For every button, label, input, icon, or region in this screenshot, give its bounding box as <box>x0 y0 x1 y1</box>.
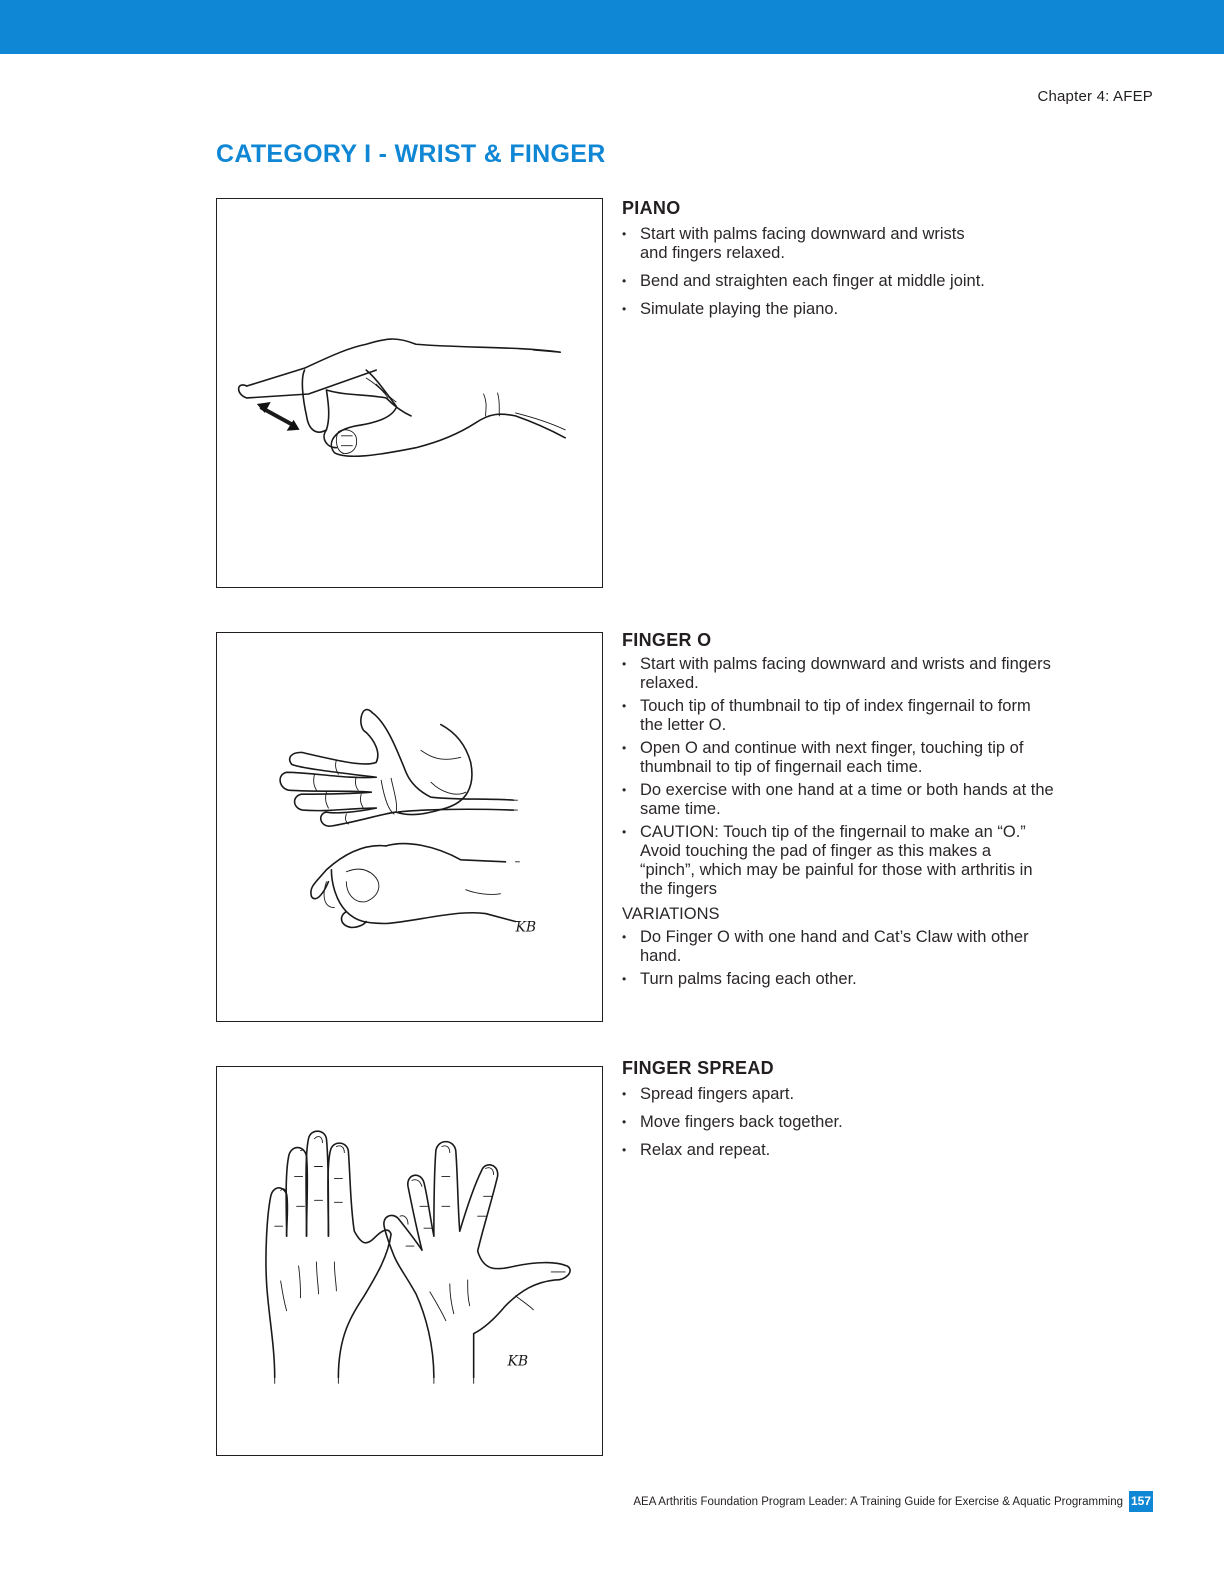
page-number: 157 <box>1129 1491 1153 1512</box>
exercise-title: PIANO <box>622 198 681 218</box>
footer-title: AEA Arthritis Foundation Program Leader:… <box>633 1495 1123 1508</box>
variations-label: VARIATIONS <box>622 905 720 923</box>
instruction-item: Move fingers back together. <box>622 1113 1062 1132</box>
hands-spread-icon: KB <box>265 1130 571 1384</box>
variation-item: Turn palms facing each other. <box>622 970 1062 989</box>
piano-illustration <box>216 198 603 588</box>
hand-piano-icon <box>237 338 566 458</box>
instruction-item: Touch tip of thumbnail to tip of index f… <box>622 697 1040 735</box>
finger-spread-illustration: KB <box>216 1066 603 1456</box>
instruction-item: Start with palms facing downward and wri… <box>622 655 1060 693</box>
artist-signature: KB <box>514 919 536 935</box>
category-title: CATEGORY I - WRIST & FINGER <box>216 140 606 168</box>
exercise-piano: PIANO Start with palms facing downward a… <box>622 198 1062 328</box>
instruction-item: Spread fingers apart. <box>622 1085 1062 1104</box>
instruction-item: Open O and continue with next finger, to… <box>622 739 1040 777</box>
caution-item: CAUTION: Touch tip of the fingernail to … <box>622 823 1050 899</box>
exercise-finger-o: FINGER O Start with palms facing downwar… <box>622 630 1062 993</box>
instruction-item: Relax and repeat. <box>622 1141 1062 1160</box>
instruction-item: Bend and straighten each finger at middl… <box>622 272 1000 291</box>
header-band <box>0 0 1224 54</box>
chapter-label: Chapter 4: AFEP <box>1037 88 1153 105</box>
variation-item: Do Finger O with one hand and Cat’s Claw… <box>622 928 1040 966</box>
instruction-item: Do exercise with one hand at a time or b… <box>622 781 1070 819</box>
hand-finger-o-icon: KB <box>279 709 536 935</box>
exercise-title: FINGER O <box>622 630 712 650</box>
exercise-title: FINGER SPREAD <box>622 1058 774 1078</box>
instruction-item: Start with palms facing downward and wri… <box>622 225 970 263</box>
instruction-item: Simulate playing the piano. <box>622 300 1062 319</box>
finger-o-illustration: KB <box>216 632 603 1022</box>
artist-signature: KB <box>506 1353 528 1369</box>
page-footer: AEA Arthritis Foundation Program Leader:… <box>633 1491 1153 1512</box>
exercise-finger-spread: FINGER SPREAD Spread fingers apart. Move… <box>622 1058 1062 1169</box>
